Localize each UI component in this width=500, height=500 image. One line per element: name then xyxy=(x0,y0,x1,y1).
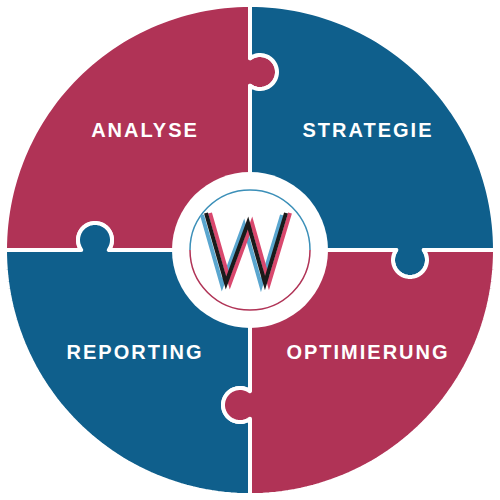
piece-shape xyxy=(223,250,495,495)
piece-shape xyxy=(5,223,250,495)
piece-shape xyxy=(250,5,495,277)
puzzle-piece: ANALYSE xyxy=(0,0,250,250)
piece-label: ANALYSE xyxy=(91,119,199,141)
piece-label: STRATEGIE xyxy=(303,119,434,141)
puzzle-piece: REPORTING xyxy=(0,250,250,500)
puzzle-piece: STRATEGIE xyxy=(250,0,500,250)
logo-mark xyxy=(206,213,286,283)
piece-label: REPORTING xyxy=(67,341,204,363)
piece-label: OPTIMIERUNG xyxy=(286,341,449,363)
puzzle-piece: OPTIMIERUNG xyxy=(250,250,500,500)
logo-ring xyxy=(190,250,310,310)
logo-ring xyxy=(190,190,310,250)
logo-mark xyxy=(202,215,282,285)
center-disc xyxy=(172,172,328,328)
piece-shape xyxy=(5,5,277,250)
logo-mark xyxy=(210,213,290,283)
